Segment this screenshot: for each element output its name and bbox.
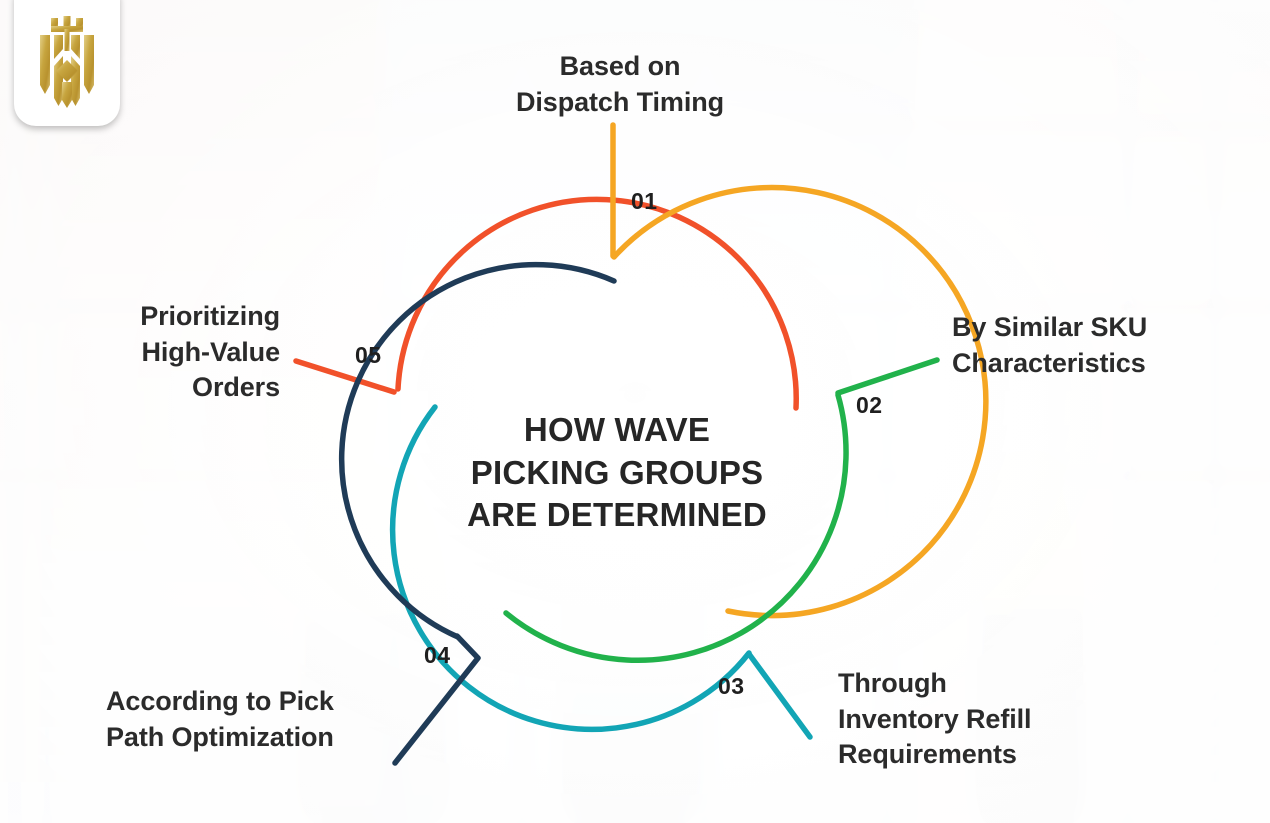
step-number-03: 03	[718, 673, 745, 699]
step-02-connector	[835, 357, 940, 396]
step-02-arc	[503, 392, 849, 664]
step-05-arc	[395, 196, 799, 411]
step-label-03: Through Inventory Refill Requirements	[838, 668, 1032, 770]
brand-logo-card[interactable]	[14, 0, 120, 126]
step-03-arc-group	[389, 404, 813, 740]
step-01-arc	[611, 184, 989, 619]
center-title: HOW WAVE PICKING GROUPS ARE DETERMINED	[467, 411, 767, 534]
step-03-connector	[746, 651, 813, 740]
step-label-01: Based on Dispatch Timing	[515, 51, 725, 117]
step-label-05: Prioritizing High-Value Orders	[140, 301, 280, 403]
step-05-connector	[293, 358, 397, 395]
step-04-arc	[338, 261, 617, 640]
step-03-arc	[389, 404, 752, 733]
step-01-arc-group	[610, 122, 989, 619]
step-number-02: 02	[856, 392, 883, 418]
step-04-connector	[392, 633, 481, 766]
step-label-04: According to Pick Path Optimization	[106, 686, 334, 752]
step-number-05: 05	[355, 342, 382, 368]
step-label-02: By Similar SKU Characteristics	[952, 312, 1148, 378]
heraldic-shield-crest-icon	[40, 16, 94, 108]
step-04-arc-group	[338, 261, 617, 766]
step-05-arc-group	[293, 196, 799, 411]
step-number-01: 01	[631, 188, 658, 214]
step-number-04: 04	[424, 642, 451, 668]
step-02-arc-group	[503, 357, 940, 664]
